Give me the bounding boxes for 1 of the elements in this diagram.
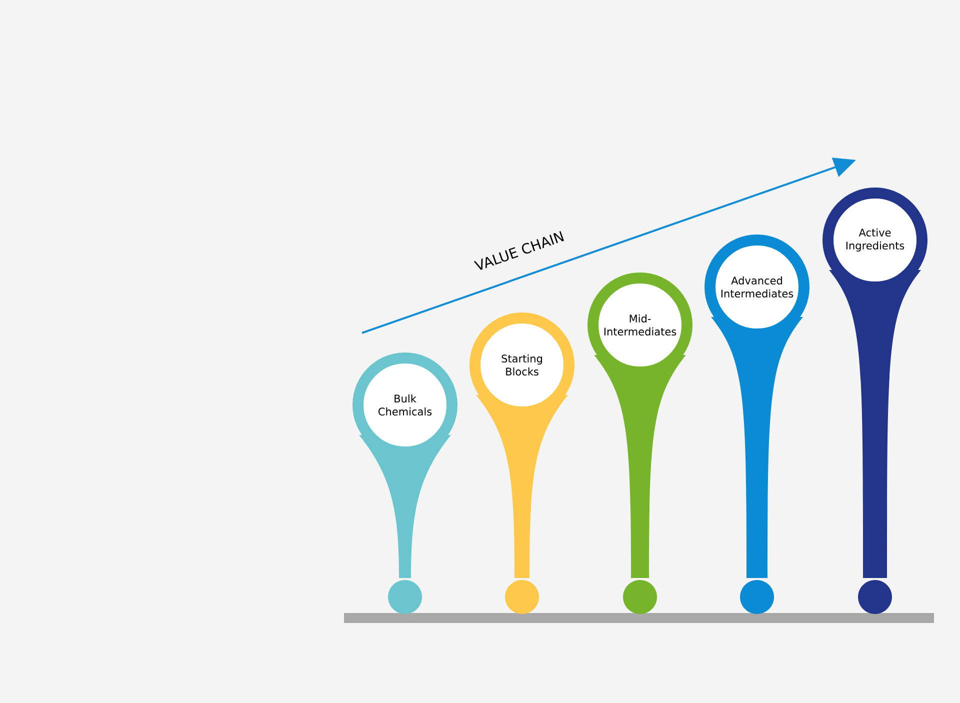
- axis-label: VALUE CHAIN: [474, 231, 564, 270]
